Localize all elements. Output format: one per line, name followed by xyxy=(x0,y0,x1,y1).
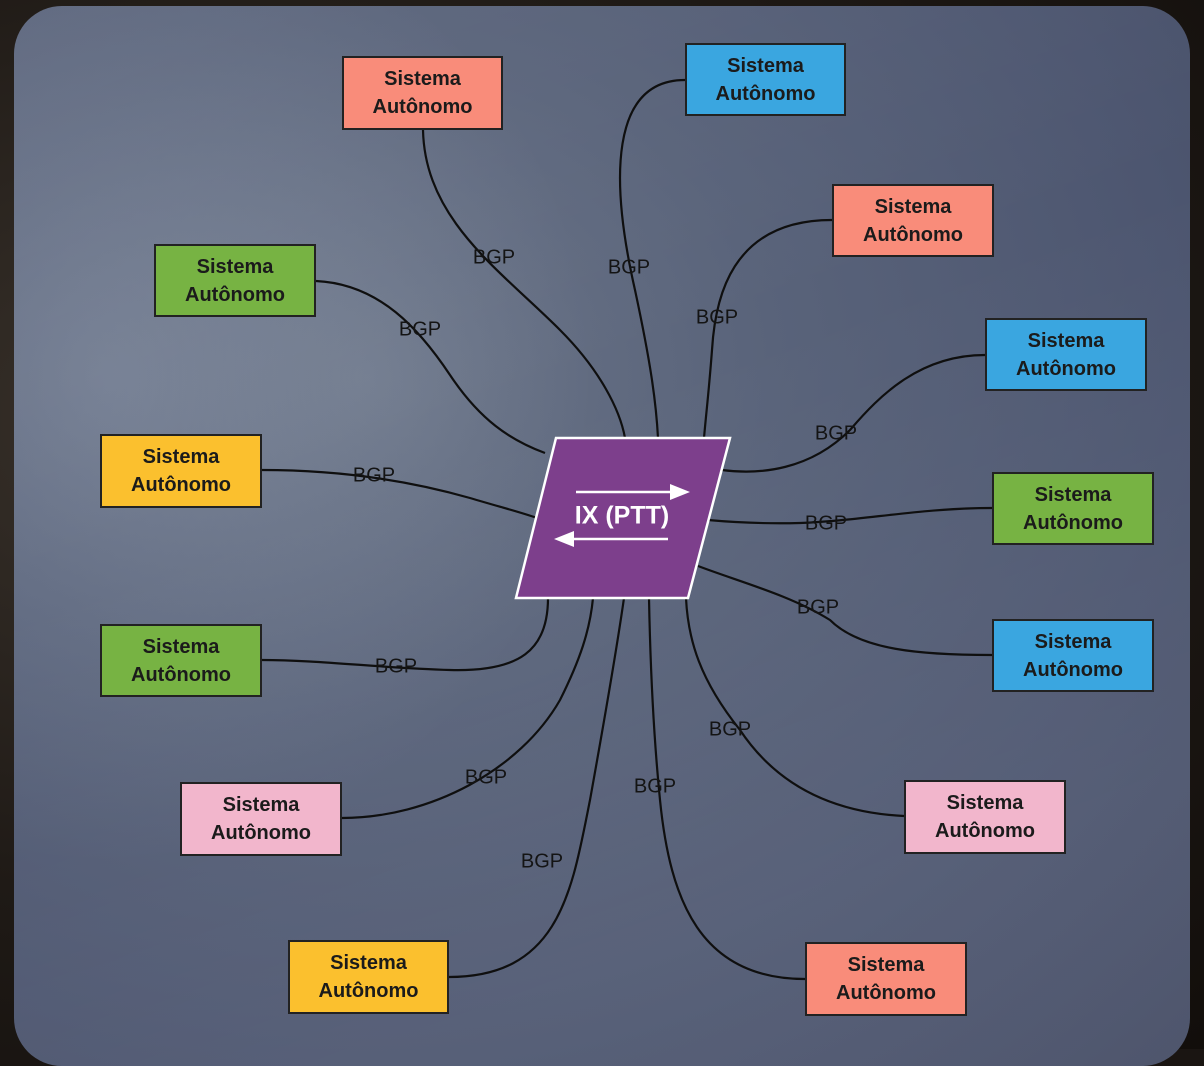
bgp-label-4: BGP xyxy=(398,318,442,341)
bgp-label-11: BGP xyxy=(708,718,752,741)
node-label-line2: Autônomo xyxy=(1016,357,1116,380)
ix-hub[interactable] xyxy=(514,436,732,600)
node-label-line2: Autônomo xyxy=(131,663,231,686)
bgp-label-8: BGP xyxy=(374,655,418,678)
node-label-line1: Sistema xyxy=(847,954,925,976)
bgp-link-4 xyxy=(315,279,546,455)
node-label-line2: Autônomo xyxy=(1023,658,1123,681)
node-label-line1: Sistema xyxy=(142,446,220,468)
bgp-label-6: BGP xyxy=(352,464,396,487)
bgp-label-1: BGP xyxy=(472,246,516,269)
bgp-link-12 xyxy=(448,597,626,979)
bgp-link-13 xyxy=(647,597,806,981)
edge-group xyxy=(261,78,993,981)
exchange-arrows-icon xyxy=(554,484,690,547)
node-label-line2: Autônomo xyxy=(318,980,419,1002)
bgp-label-2: BGP xyxy=(607,256,651,279)
node-label-line2: Autônomo xyxy=(131,474,231,496)
bgp-link-2 xyxy=(618,78,686,439)
node-label-line2: Autônomo xyxy=(863,223,963,246)
bgp-link-3 xyxy=(702,218,833,439)
node-label-line1: Sistema xyxy=(1034,630,1112,653)
node-label-line2: Autônomo xyxy=(836,982,936,1004)
node-label-line2: Autônomo xyxy=(935,820,1035,842)
node-label-line1: Sistema xyxy=(1027,329,1105,352)
node-label-line2: Autônomo xyxy=(372,96,473,118)
node-label-line2: Autônomo xyxy=(715,82,816,105)
bgp-label-3: BGP xyxy=(695,306,739,329)
node-label-line1: Sistema xyxy=(727,54,804,77)
node-label-line1: Sistema xyxy=(946,792,1024,814)
bgp-label-7: BGP xyxy=(804,512,848,535)
bgp-label-5: BGP xyxy=(814,422,858,445)
node-label-line1: Sistema xyxy=(196,255,274,278)
bgp-link-8 xyxy=(261,597,550,672)
bgp-label-9: BGP xyxy=(796,596,840,619)
bgp-link-7 xyxy=(707,506,993,525)
node-label-line1: Sistema xyxy=(874,195,952,218)
node-label-line1: Sistema xyxy=(222,794,300,816)
bgp-link-9 xyxy=(697,564,993,657)
bgp-link-11 xyxy=(684,597,905,818)
bgp-link-10 xyxy=(341,597,595,820)
node-label-line2: Autônomo xyxy=(185,283,285,306)
bgp-link-5 xyxy=(721,353,986,473)
node-label-line1: Sistema xyxy=(384,68,461,90)
node-label-line1: Sistema xyxy=(330,952,407,974)
node-label-line2: Autônomo xyxy=(211,822,311,844)
ix-hub-label: IX (PTT) xyxy=(574,501,670,530)
bgp-label-10: BGP xyxy=(464,766,508,789)
bgp-link-6 xyxy=(261,468,538,520)
bgp-label-13: BGP xyxy=(520,850,564,873)
node-label-line1: Sistema xyxy=(142,635,220,658)
node-label-line1: Sistema xyxy=(1034,483,1112,506)
bgp-label-12: BGP xyxy=(633,775,677,798)
bgp-link-1 xyxy=(421,129,627,439)
node-label-line2: Autônomo xyxy=(1023,511,1123,534)
ix-hub-parallelogram[interactable] xyxy=(514,436,732,600)
